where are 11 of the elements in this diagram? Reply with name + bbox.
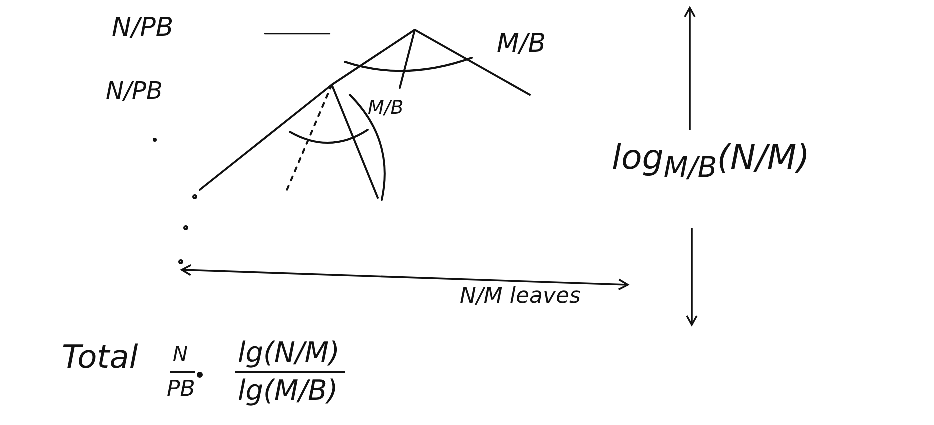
formula-label: log$_{M/B}$(N/M) — [612, 140, 810, 183]
axis-label: N/M leaves — [460, 285, 581, 310]
denominator-label: lg(M/B) — [238, 376, 338, 407]
term-label: N/PB — [106, 78, 163, 104]
numerator-label: lg(N/M) — [238, 338, 340, 369]
term-label: M/B — [368, 98, 404, 119]
numerator-label: N — [173, 343, 188, 365]
term-label: N/PB — [112, 14, 174, 43]
denominator-label: PB — [167, 378, 196, 402]
term-label: M/B — [497, 30, 546, 59]
term-label: Total — [62, 340, 138, 376]
